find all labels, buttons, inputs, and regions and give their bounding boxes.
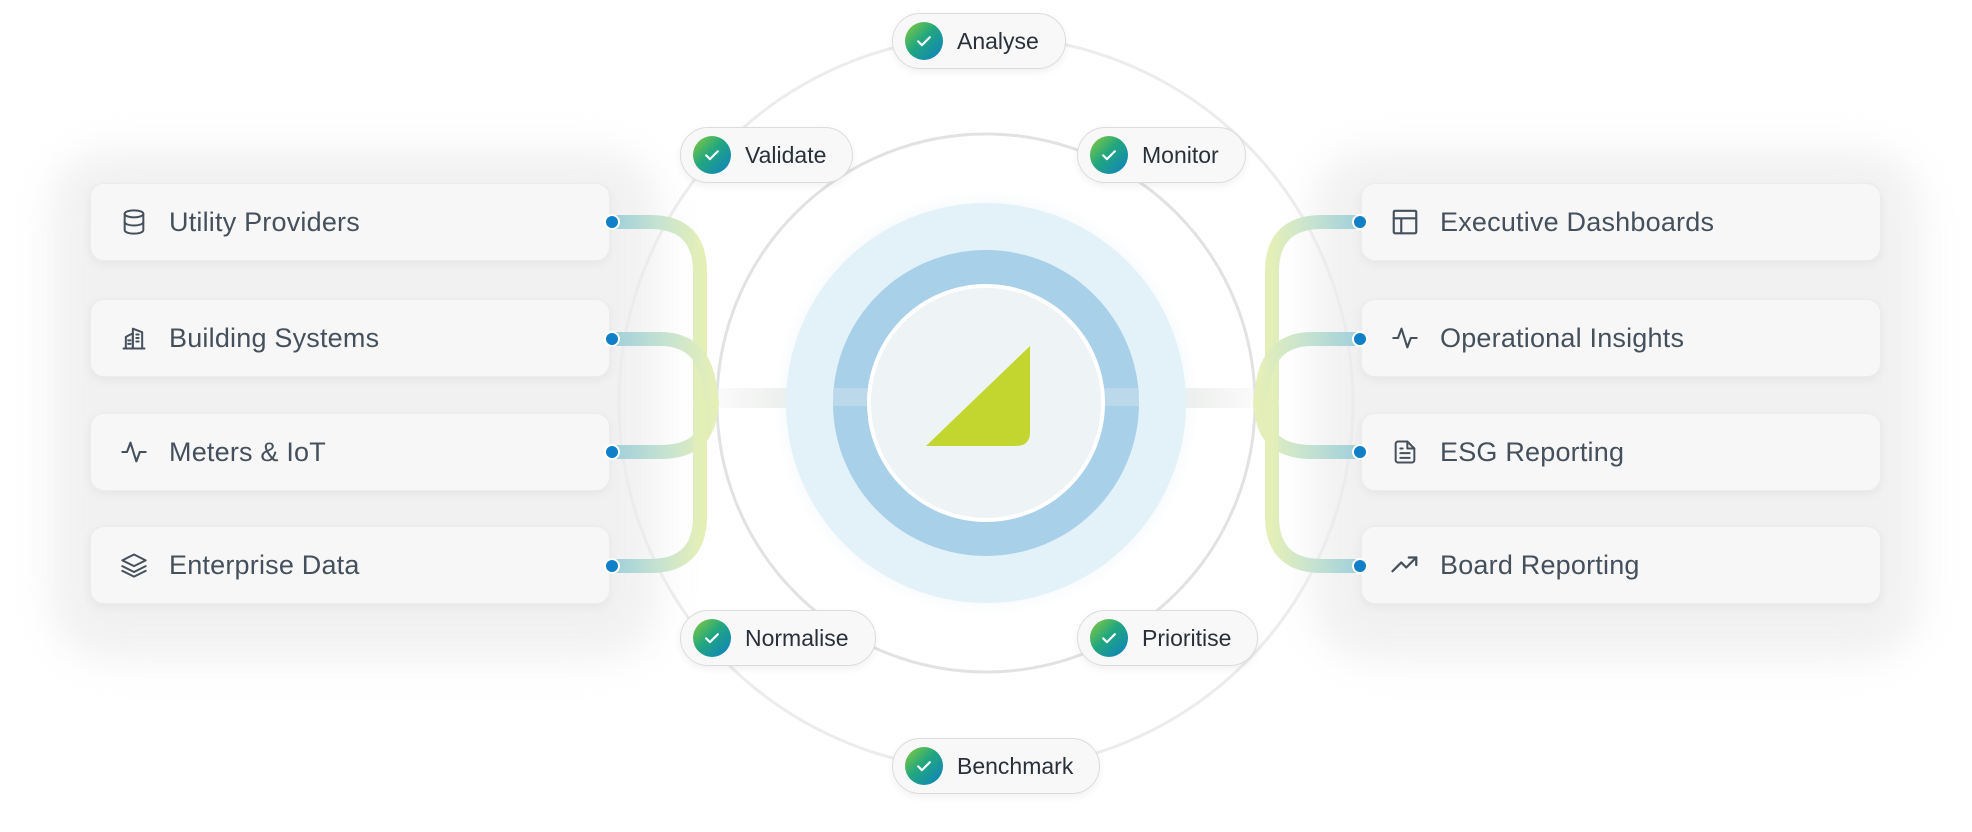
step-validate: Validate [680, 127, 854, 183]
layers-icon [117, 548, 151, 582]
output-connector-dot [1352, 214, 1368, 230]
check-circle-icon [693, 136, 731, 174]
output-card-label: Operational Insights [1440, 322, 1685, 353]
step-benchmark: Benchmark [892, 738, 1101, 794]
check-circle-icon [1090, 136, 1128, 174]
output-connector-dot [1352, 558, 1368, 574]
activity-icon [1388, 321, 1422, 355]
output-card-label: Executive Dashboards [1440, 206, 1715, 237]
step-prioritise: Prioritise [1077, 610, 1259, 666]
output-connector-dot [1352, 444, 1368, 460]
input-connector-dot [604, 558, 620, 574]
input-card-enterprise-data: Enterprise Data [90, 526, 610, 604]
output-card-esg-reporting: ESG Reporting [1361, 413, 1881, 491]
step-label: Analyse [957, 27, 1039, 54]
step-label: Benchmark [957, 752, 1074, 779]
trending-up-icon [1388, 548, 1422, 582]
output-card-operational-insights: Operational Insights [1361, 299, 1881, 377]
check-circle-icon [905, 22, 943, 60]
input-card-label: Utility Providers [169, 206, 360, 237]
input-connector-dot [604, 444, 620, 460]
input-card-utility-providers: Utility Providers [90, 183, 610, 261]
input-connector-dot [604, 331, 620, 347]
input-card-label: Enterprise Data [169, 549, 360, 580]
output-card-board-reporting: Board Reporting [1361, 526, 1881, 604]
input-card-meters-iot: Meters & IoT [90, 413, 610, 491]
step-analyse: Analyse [892, 13, 1066, 69]
triangle-logo-icon [926, 346, 1030, 446]
document-icon [1388, 435, 1422, 469]
layout-icon [1388, 205, 1422, 239]
output-card-label: Board Reporting [1440, 549, 1640, 580]
input-card-label: Meters & IoT [169, 436, 326, 467]
input-card-label: Building Systems [169, 322, 380, 353]
check-circle-icon [905, 747, 943, 785]
database-icon [117, 205, 151, 239]
check-circle-icon [693, 619, 731, 657]
step-label: Normalise [745, 624, 849, 651]
input-connectors [605, 215, 719, 573]
output-card-label: ESG Reporting [1440, 436, 1625, 467]
step-label: Monitor [1142, 141, 1219, 168]
step-monitor: Monitor [1077, 127, 1246, 183]
step-normalise: Normalise [680, 610, 876, 666]
step-label: Prioritise [1142, 624, 1232, 651]
output-connector-dot [1352, 331, 1368, 347]
building-icon [117, 321, 151, 355]
input-connector-dot [604, 214, 620, 230]
activity-icon [117, 435, 151, 469]
input-card-building-systems: Building Systems [90, 299, 610, 377]
check-circle-icon [1090, 619, 1128, 657]
output-connectors [1253, 215, 1367, 573]
output-card-executive-dashboards: Executive Dashboards [1361, 183, 1881, 261]
step-label: Validate [745, 141, 827, 168]
